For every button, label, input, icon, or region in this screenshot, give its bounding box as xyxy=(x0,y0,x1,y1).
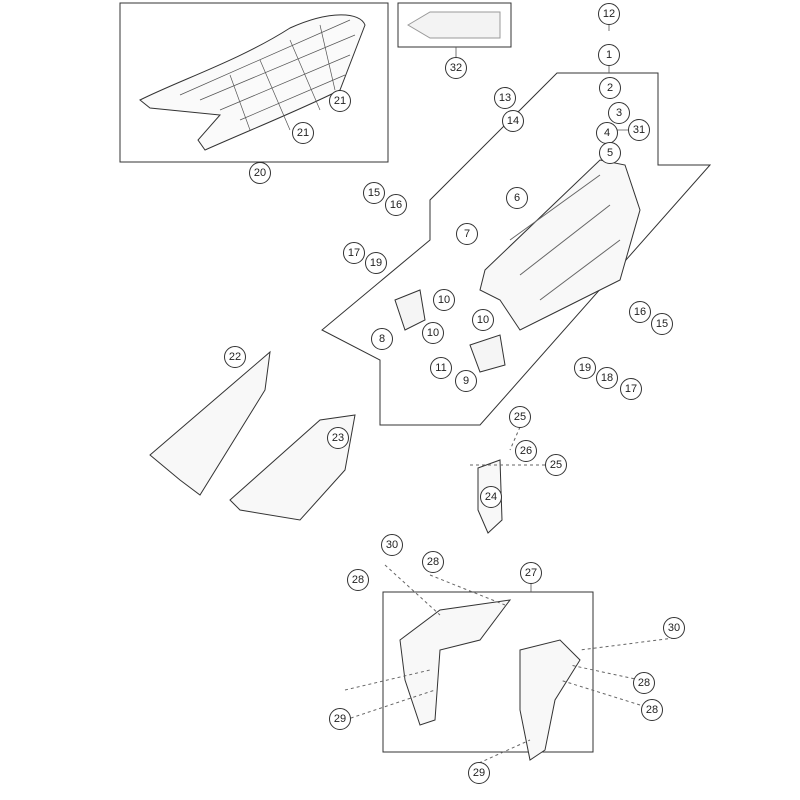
callout-10[interactable]: 10 xyxy=(422,322,444,344)
callout-9[interactable]: 9 xyxy=(455,370,477,392)
callout-2[interactable]: 2 xyxy=(599,77,621,99)
decal-shape xyxy=(407,11,501,39)
callout-30[interactable]: 30 xyxy=(381,534,403,556)
callout-19[interactable]: 19 xyxy=(574,357,596,379)
seat-shape xyxy=(139,14,366,151)
callout-15[interactable]: 15 xyxy=(651,313,673,335)
callout-4[interactable]: 4 xyxy=(596,122,618,144)
callout-21[interactable]: 21 xyxy=(292,122,314,144)
callout-16[interactable]: 16 xyxy=(629,301,651,323)
callout-29[interactable]: 29 xyxy=(329,708,351,730)
callout-25[interactable]: 25 xyxy=(509,406,531,428)
fuel-tank-shape xyxy=(479,159,641,331)
callout-29[interactable]: 29 xyxy=(468,762,490,784)
callout-19[interactable]: 19 xyxy=(365,252,387,274)
callout-7[interactable]: 7 xyxy=(456,223,478,245)
callout-26[interactable]: 26 xyxy=(515,440,537,462)
seat-group-box xyxy=(119,2,389,163)
callout-31[interactable]: 31 xyxy=(628,119,650,141)
callout-10[interactable]: 10 xyxy=(472,309,494,331)
callout-5[interactable]: 5 xyxy=(599,142,621,164)
callout-25[interactable]: 25 xyxy=(545,454,567,476)
side-cover-group-box xyxy=(382,591,594,753)
callout-16[interactable]: 16 xyxy=(385,194,407,216)
callout-17[interactable]: 17 xyxy=(343,242,365,264)
callout-14[interactable]: 14 xyxy=(502,110,524,132)
tank-group-box xyxy=(321,72,712,426)
callout-30[interactable]: 30 xyxy=(663,617,685,639)
callout-22[interactable]: 22 xyxy=(224,346,246,368)
callout-6[interactable]: 6 xyxy=(506,187,528,209)
side-panel-shapes xyxy=(149,350,503,534)
callout-12[interactable]: 12 xyxy=(598,3,620,25)
callout-8[interactable]: 8 xyxy=(371,328,393,350)
callout-28[interactable]: 28 xyxy=(347,569,369,591)
callout-32[interactable]: 32 xyxy=(445,57,467,79)
leader-dashes xyxy=(344,426,675,764)
callout-28[interactable]: 28 xyxy=(422,551,444,573)
decal-box xyxy=(397,2,512,48)
callout-1[interactable]: 1 xyxy=(598,44,620,66)
callout-15[interactable]: 15 xyxy=(363,182,385,204)
callout-21[interactable]: 21 xyxy=(329,90,351,112)
callout-17[interactable]: 17 xyxy=(620,378,642,400)
callout-3[interactable]: 3 xyxy=(608,102,630,124)
callout-27[interactable]: 27 xyxy=(520,562,542,584)
callout-13[interactable]: 13 xyxy=(494,87,516,109)
callout-23[interactable]: 23 xyxy=(327,427,349,449)
callout-28[interactable]: 28 xyxy=(633,672,655,694)
callout-24[interactable]: 24 xyxy=(480,486,502,508)
callout-28[interactable]: 28 xyxy=(641,699,663,721)
callout-10[interactable]: 10 xyxy=(433,289,455,311)
callout-18[interactable]: 18 xyxy=(596,367,618,389)
bracket-shapes xyxy=(394,289,506,373)
callout-11[interactable]: 11 xyxy=(430,357,452,379)
lower-cover-shapes xyxy=(399,599,581,761)
callout-20[interactable]: 20 xyxy=(249,162,271,184)
